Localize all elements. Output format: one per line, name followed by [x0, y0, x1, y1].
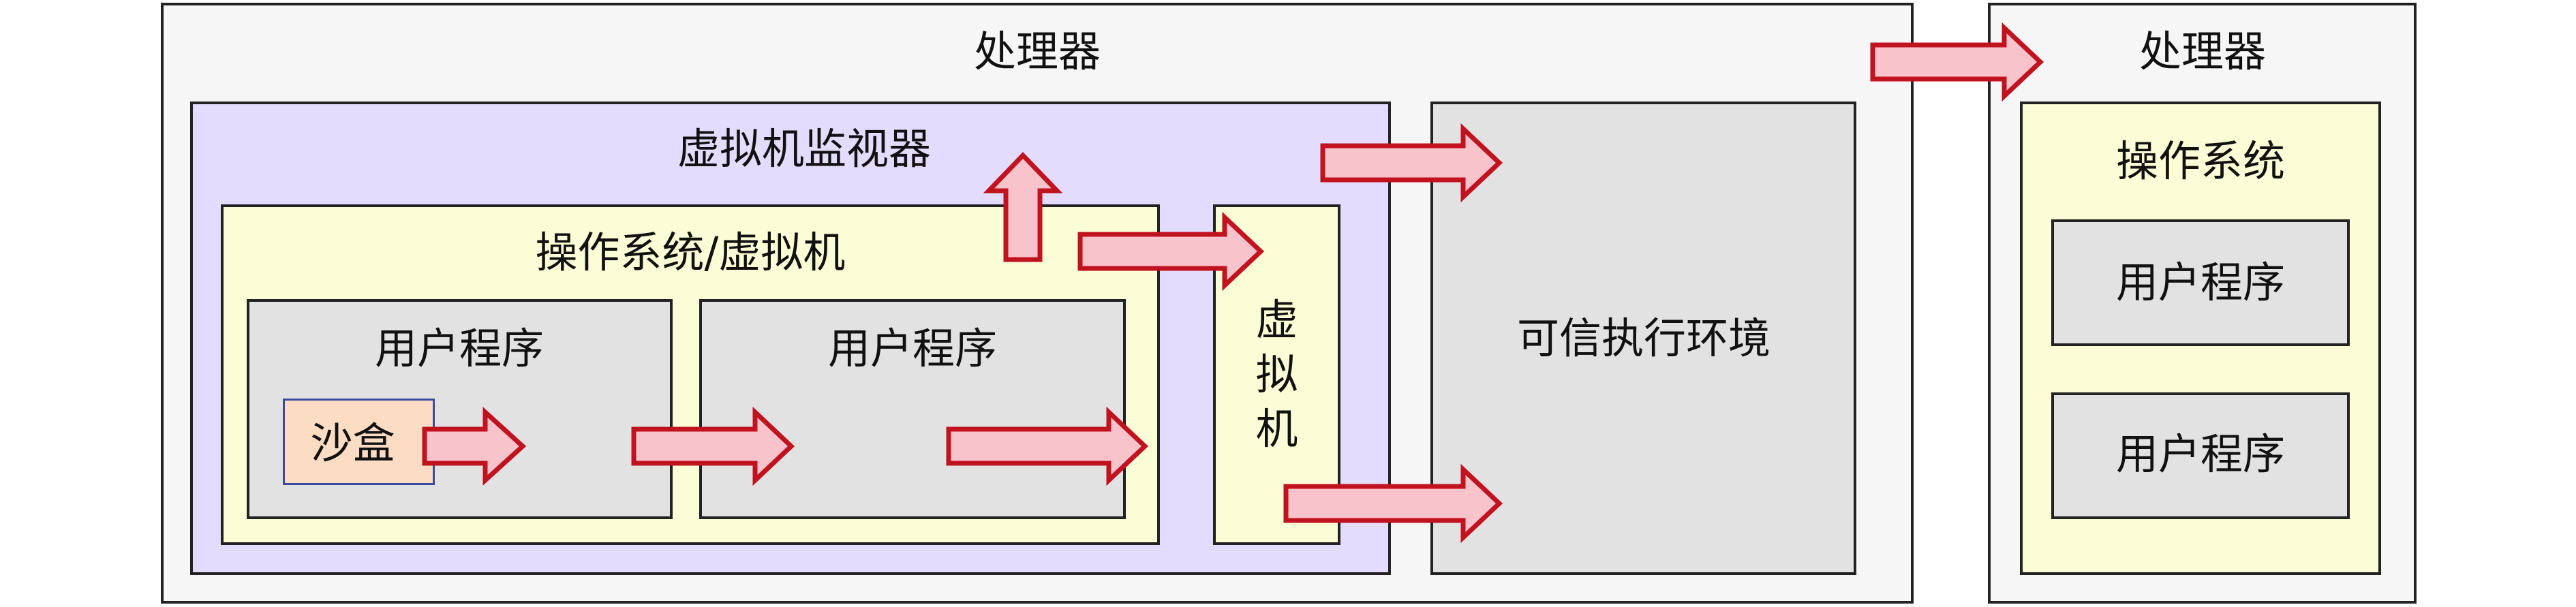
arrow-guest-to-hypervisor — [983, 151, 1063, 262]
user-app-3-label: 用户程序 — [2115, 258, 2285, 307]
guest-os-vm-label: 操作系统/虚拟机 — [535, 228, 846, 277]
arrow-vm-to-tee — [1283, 463, 1503, 544]
processor-right-label: 处理器 — [2138, 27, 2266, 76]
user-app-4-label: 用户程序 — [2115, 429, 2285, 479]
vm-label-line-2: 拟 — [1255, 349, 1298, 399]
vm-label-line-3: 机 — [1255, 404, 1298, 454]
virtual-machine-label: 虚 拟 机 — [1213, 293, 1340, 456]
os-right-label: 操作系统 — [2115, 136, 2285, 186]
user-app-3 — [2051, 219, 2350, 346]
arrow-app2-to-vm — [946, 406, 1149, 486]
tee-label: 可信执行环境 — [1516, 313, 1770, 363]
arrow-processor-to-processor — [1870, 22, 2044, 102]
hypervisor-label: 虚拟机监视器 — [677, 124, 931, 174]
user-app-4 — [2051, 392, 2350, 519]
arrow-guest-to-vm — [1077, 211, 1265, 292]
user-app-1-label: 用户程序 — [374, 324, 544, 373]
user-app-2-label: 用户程序 — [827, 324, 997, 373]
vm-label-line-1: 虚 — [1255, 295, 1298, 345]
sandbox — [283, 399, 435, 485]
arrow-hypervisor-to-tee — [1320, 123, 1503, 203]
processor-left-label: 处理器 — [973, 27, 1101, 76]
user-app-2 — [699, 299, 1126, 519]
arrow-app1-to-app2 — [631, 406, 795, 486]
trusted-execution-environment — [1430, 102, 1856, 575]
sandbox-label: 沙盒 — [310, 418, 395, 468]
arrow-sandbox-out — [422, 407, 527, 486]
